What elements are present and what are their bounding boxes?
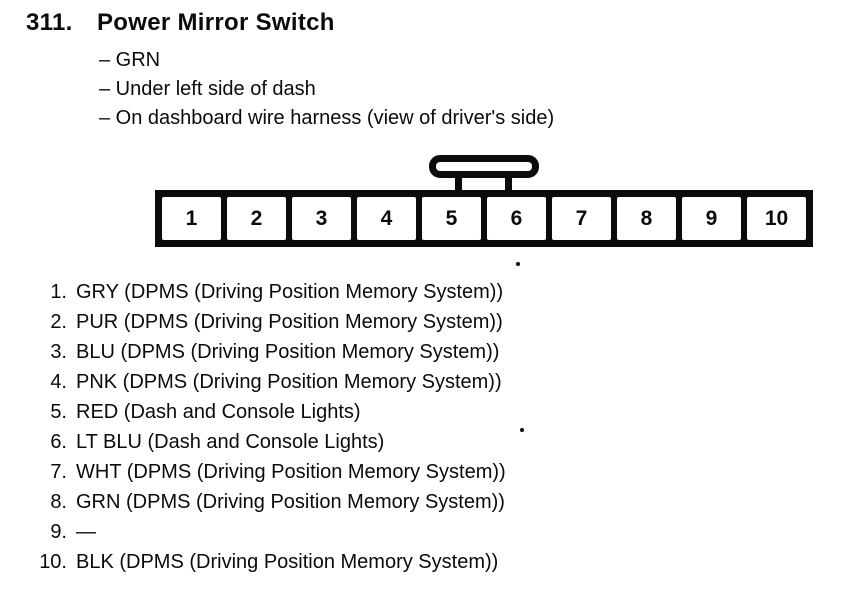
pin-description: PUR (DPMS (Driving Position Memory Syste…	[76, 311, 503, 333]
pin-description: LT BLU (Dash and Console Lights)	[76, 431, 385, 453]
pin-description: —	[76, 521, 96, 543]
pin-row-9: 9. —	[0, 517, 864, 547]
pin-row-7: 7. WHT (DPMS (Driving Position Memory Sy…	[0, 457, 864, 487]
pin-description: PNK (DPMS (Driving Position Memory Syste…	[76, 371, 502, 393]
pin-description-list: 1. GRY (DPMS (Driving Position Memory Sy…	[0, 277, 864, 577]
pin-row-3: 3. BLU (DPMS (Driving Position Memory Sy…	[0, 337, 864, 367]
pin-description: GRY (DPMS (Driving Position Memory Syste…	[76, 281, 504, 303]
pin-description: GRN (DPMS (Driving Position Memory Syste…	[76, 491, 505, 513]
scan-speck	[516, 262, 520, 266]
pin-row-2: 2. PUR (DPMS (Driving Position Memory Sy…	[0, 307, 864, 337]
pin-cavity-9: 9	[682, 197, 741, 240]
pin-cavity-1: 1	[162, 197, 221, 240]
pin-number: 5.	[50, 401, 67, 423]
pin-row-5: 5. RED (Dash and Console Lights)	[0, 397, 864, 427]
pin-cavity-5: 5	[422, 197, 481, 240]
connector-latch-leg-left	[455, 175, 462, 192]
pin-number: 7.	[50, 461, 67, 483]
pin-description: RED (Dash and Console Lights)	[76, 401, 361, 423]
pin-row-10: 10. BLK (DPMS (Driving Position Memory S…	[0, 547, 864, 577]
pin-number: 2.	[50, 311, 67, 333]
note-wire-color: – GRN	[99, 49, 161, 71]
pin-number: 10.	[39, 551, 67, 573]
pin-cavity-10: 10	[747, 197, 806, 240]
note-location: – Under left side of dash	[99, 78, 316, 100]
pin-cavity-6: 6	[487, 197, 546, 240]
connector-latch-leg-right	[505, 175, 512, 192]
pin-number: 8.	[50, 491, 67, 513]
note-harness: – On dashboard wire harness (view of dri…	[99, 107, 555, 129]
connector-notes: – GRN – Under left side of dash – On das…	[99, 46, 554, 133]
pin-cavity-2: 2	[227, 197, 286, 240]
pin-row-1: 1. GRY (DPMS (Driving Position Memory Sy…	[0, 277, 864, 307]
pin-description: BLU (DPMS (Driving Position Memory Syste…	[76, 341, 500, 363]
pin-number: 9.	[50, 521, 67, 543]
pin-number: 3.	[50, 341, 67, 363]
pin-cavity-7: 7	[552, 197, 611, 240]
scan-speck	[520, 428, 524, 432]
pin-number: 4.	[50, 371, 67, 393]
section-number: 311.	[26, 9, 73, 36]
pin-row-4: 4. PNK (DPMS (Driving Position Memory Sy…	[0, 367, 864, 397]
pin-number: 6.	[50, 431, 67, 453]
pin-description: BLK (DPMS (Driving Position Memory Syste…	[76, 551, 499, 573]
page-title: Power Mirror Switch	[97, 9, 335, 36]
connector-diagram: 1 2 3 4 5 6 7 8 9 10	[155, 190, 813, 247]
connector-latch-tab	[429, 155, 539, 178]
pin-cavity-4: 4	[357, 197, 416, 240]
pin-number: 1.	[50, 281, 67, 303]
pin-description: WHT (DPMS (Driving Position Memory Syste…	[76, 461, 506, 483]
pin-row-6: 6. LT BLU (Dash and Console Lights)	[0, 427, 864, 457]
pin-row-8: 8. GRN (DPMS (Driving Position Memory Sy…	[0, 487, 864, 517]
pin-cavity-3: 3	[292, 197, 351, 240]
pin-cavity-8: 8	[617, 197, 676, 240]
